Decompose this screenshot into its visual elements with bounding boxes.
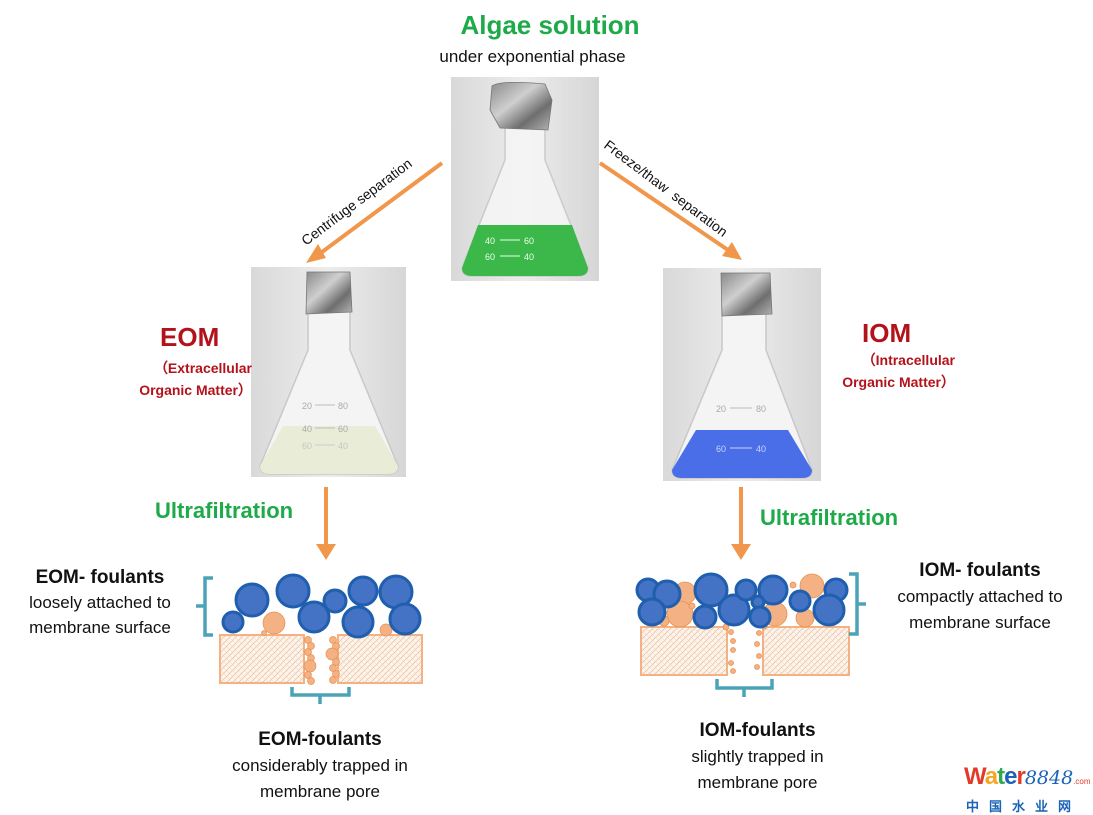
iom-bottom-line2: membrane pore bbox=[697, 773, 818, 792]
flask-mark: 20 bbox=[302, 401, 312, 411]
flask-mark: 40 bbox=[338, 441, 348, 451]
flask-mark: 60 bbox=[716, 444, 726, 454]
flask-mark: 40 bbox=[524, 252, 534, 262]
flask-mark: 80 bbox=[756, 404, 766, 414]
eom-pore-bracket-icon bbox=[290, 687, 351, 704]
eom-title: EOM bbox=[160, 322, 220, 352]
eom-surface-foulants-note: EOM- foulants loosely attached to membra… bbox=[5, 565, 195, 640]
foil-cap-icon bbox=[305, 271, 353, 315]
eom-clear-liquid bbox=[260, 426, 398, 474]
algae-green-liquid bbox=[462, 225, 588, 276]
eom-blue-foulants bbox=[221, 573, 422, 639]
centrifuge-label: Centrifuge separation bbox=[298, 155, 415, 248]
logo-word: Water bbox=[964, 763, 1026, 790]
iom-surface-foulants-note: IOM- foulants compactly attached to memb… bbox=[875, 558, 1085, 636]
iom-ultrafiltration-arrow bbox=[731, 487, 751, 560]
membrane-block bbox=[337, 634, 423, 684]
eom-pore-foulants-note: EOM-foulants considerably trapped in mem… bbox=[205, 727, 435, 805]
iom-pore-foulants-note: IOM-foulants slightly trapped in membran… bbox=[650, 718, 865, 796]
iom-side-title: IOM- foulants bbox=[919, 560, 1041, 581]
iom-bottom-line1: slightly trapped in bbox=[691, 747, 824, 766]
eom-ultrafiltration-arrow bbox=[316, 487, 336, 560]
logo-letter: W bbox=[964, 763, 986, 790]
eom-full-name: （Extracellular Organic Matter） bbox=[112, 357, 252, 401]
logo-letter: t bbox=[997, 763, 1005, 790]
flask-mark: 60 bbox=[302, 441, 312, 451]
logo-suffix: .com bbox=[1073, 777, 1091, 786]
iom-orange-foulants bbox=[658, 573, 825, 674]
logo-letter: e bbox=[1004, 763, 1017, 790]
logo-number: 8848 bbox=[1024, 767, 1074, 789]
flask-mark: 60 bbox=[524, 236, 534, 246]
water8848-logo: Water8848.com 中国水业网 bbox=[964, 763, 1091, 815]
eom-membrane-diagram bbox=[196, 573, 423, 704]
iom-full-name: （Intracellular Organic Matter） bbox=[815, 349, 955, 393]
flask-mark: 40 bbox=[302, 424, 312, 434]
iom-ultrafiltration-label: Ultrafiltration bbox=[760, 505, 899, 530]
logo-letter: a bbox=[984, 763, 998, 790]
iom-flask-photo: 20 80 60 40 bbox=[663, 268, 821, 481]
flask-mark: 60 bbox=[485, 252, 495, 262]
eom-side-line1: loosely attached to bbox=[29, 593, 171, 612]
membrane-block bbox=[640, 626, 728, 676]
iom-membrane-diagram bbox=[635, 572, 866, 697]
membrane-block bbox=[762, 626, 850, 676]
pore-foulants bbox=[261, 611, 393, 685]
logo-letter: r bbox=[1016, 763, 1025, 790]
flask-mark: 40 bbox=[756, 444, 766, 454]
algae-solution-title: Algae solution bbox=[460, 10, 640, 40]
eom-flask-photo: 20 80 40 60 60 40 bbox=[251, 267, 406, 477]
iom-side-line1: compactly attached to bbox=[897, 587, 1063, 606]
eom-bottom-title: EOM-foulants bbox=[258, 729, 382, 750]
iom-full-name-line2: Organic Matter） bbox=[842, 374, 955, 390]
eom-full-name-line1: （Extracellular bbox=[153, 360, 252, 376]
flask-mark: 80 bbox=[338, 401, 348, 411]
iom-blue-foulants bbox=[635, 572, 849, 630]
flask-mark: 40 bbox=[485, 236, 495, 246]
freeze-thaw-arrow bbox=[598, 161, 742, 260]
logo-chinese: 中国水业网 bbox=[966, 799, 1082, 814]
eom-side-title: EOM- foulants bbox=[35, 567, 165, 588]
iom-side-line2: membrane surface bbox=[909, 613, 1051, 632]
iom-bottom-title: IOM-foulants bbox=[699, 720, 816, 741]
iom-pore-bracket-icon bbox=[715, 679, 774, 697]
freeze-thaw-label: Freeze/thaw separation bbox=[601, 137, 731, 240]
membrane-block bbox=[219, 634, 305, 684]
foil-cap-icon bbox=[489, 82, 553, 131]
centrifuge-arrow bbox=[306, 161, 444, 263]
algae-solution-subtitle: under exponential phase bbox=[439, 47, 626, 66]
foil-cap-icon bbox=[720, 272, 773, 317]
flask-mark: 20 bbox=[716, 404, 726, 414]
flask-mark: 60 bbox=[338, 424, 348, 434]
eom-full-name-line2: Organic Matter） bbox=[139, 382, 252, 398]
iom-title: IOM bbox=[862, 318, 912, 348]
eom-ultrafiltration-label: Ultrafiltration bbox=[155, 498, 294, 523]
eom-bottom-line1: considerably trapped in bbox=[232, 756, 408, 775]
iom-surface-bracket-icon bbox=[849, 572, 866, 636]
eom-surface-bracket-icon bbox=[196, 576, 213, 637]
algae-flask-photo: 40 60 60 40 bbox=[451, 77, 599, 281]
eom-bottom-line2: membrane pore bbox=[259, 782, 380, 801]
iom-full-name-line1: （Intracellular bbox=[861, 352, 955, 368]
iom-blue-liquid bbox=[672, 430, 812, 478]
eom-side-line2: membrane surface bbox=[29, 618, 171, 637]
